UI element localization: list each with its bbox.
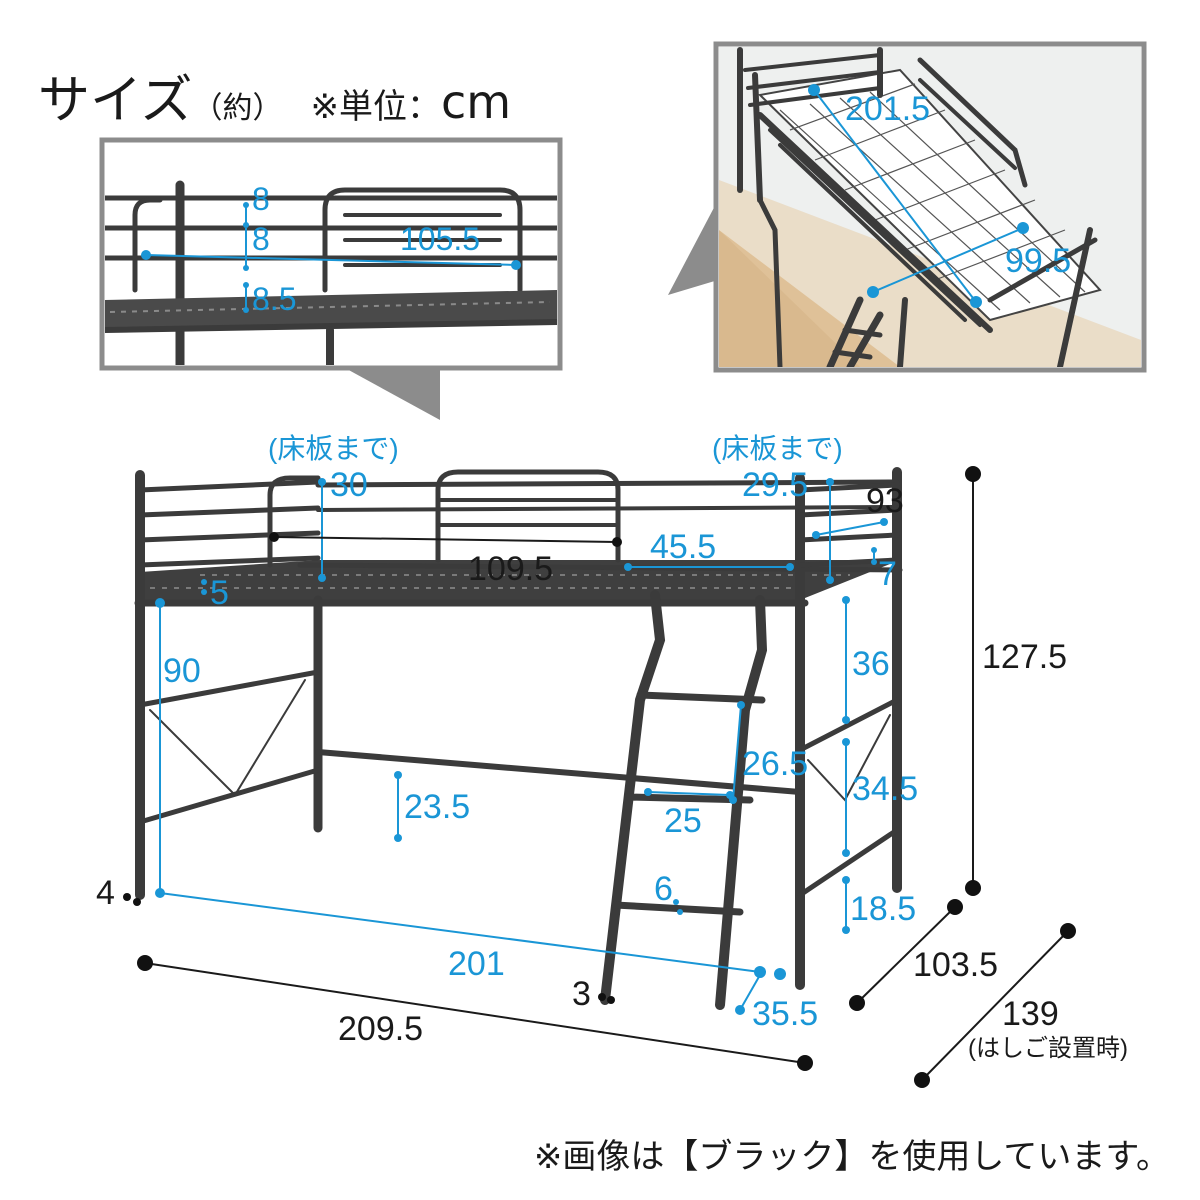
dim-inner-length: 201 xyxy=(448,945,505,983)
detail-dim-rail-gap-1: 8 xyxy=(252,181,270,217)
dim-step-gap: 26.5 xyxy=(742,745,808,783)
right-callout-pointer xyxy=(668,200,718,295)
dim-bottom-bar: 23.5 xyxy=(404,788,470,826)
footnote: ※画像は【ブラック】を使用しています。 xyxy=(533,1137,1170,1177)
dim-ladder-lower: 34.5 xyxy=(852,770,918,808)
dim-frame-thickness: 5 xyxy=(210,574,229,612)
main-dimensions xyxy=(123,466,1076,1088)
dim-post-ladder: 3 xyxy=(572,975,591,1013)
detail-dim-floor-gap: 8.5 xyxy=(252,281,296,317)
size-heading: サイズ（約） ※単位：cm xyxy=(38,58,511,133)
dim-guard-right-height: 29.5 xyxy=(742,466,808,504)
dim-rail-gap: 7 xyxy=(878,555,897,593)
floor-note-left: (床板まで) xyxy=(268,433,399,464)
dim-post-left: 4 xyxy=(96,874,115,912)
detail-dim-mattress-width: 99.5 xyxy=(1005,242,1071,280)
dim-guard-left-height: 30 xyxy=(330,466,368,504)
detail-dim-guard-width: 105.5 xyxy=(400,221,480,257)
dim-ladder-foot: 35.5 xyxy=(752,995,818,1033)
heading-approx: （約） xyxy=(192,91,283,126)
heading-title: サイズ xyxy=(38,71,193,131)
dim-guard-gap: 109.5 xyxy=(468,550,553,588)
dim-total-height: 127.5 xyxy=(982,638,1067,676)
dim-step-width: 25 xyxy=(664,802,702,840)
dim-opening-width: 45.5 xyxy=(650,528,716,566)
detail-dim-rail-gap-2: 8 xyxy=(252,221,270,257)
dim-depth-with-ladder-note: (はしご設置時) xyxy=(968,1035,1128,1062)
detail-dim-mattress-length: 201.5 xyxy=(845,90,930,128)
floor-note-right: (床板まで) xyxy=(712,433,843,464)
dim-ladder-upper: 36 xyxy=(852,645,890,683)
top-view-panel: 201.5 99.5 xyxy=(713,41,1147,373)
dim-foot-height: 18.5 xyxy=(850,890,916,928)
dim-depth-with-ladder: 139 xyxy=(1002,995,1059,1033)
dim-under-height: 90 xyxy=(163,652,201,690)
heading-unit: cm xyxy=(440,75,512,129)
loft-bed-drawing xyxy=(134,467,903,1010)
left-callout-pointer xyxy=(345,368,440,420)
dim-step-depth: 6 xyxy=(654,870,673,908)
guard-detail-panel: 8 8 105.5 8.5 xyxy=(99,137,563,371)
dim-total-depth: 103.5 xyxy=(913,946,998,984)
dim-top-depth: 93 xyxy=(866,482,904,520)
heading-unit-prefix: ※単位： xyxy=(310,87,441,127)
dim-total-length: 209.5 xyxy=(338,1010,423,1048)
